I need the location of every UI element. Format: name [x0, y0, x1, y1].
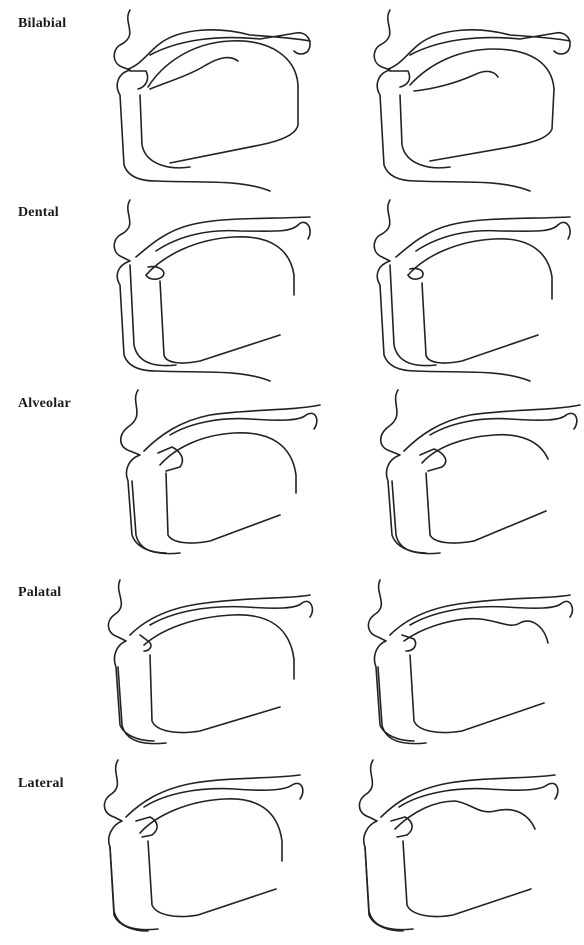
upper-lip-palate-line	[381, 775, 555, 817]
tongue-blade	[150, 58, 238, 89]
upper-lip-palate-line	[126, 775, 300, 817]
tongue-blade	[414, 71, 498, 91]
tongue-tip-alveolar	[158, 447, 182, 471]
tongue-underside	[403, 841, 531, 917]
row-label-bilabial: Bilabial	[18, 16, 66, 32]
vocal-tract-alveolar-left	[110, 385, 320, 575]
face-profile-outline	[368, 580, 414, 741]
hard-palate-top	[144, 783, 303, 807]
tongue-outline	[410, 49, 554, 161]
tongue-underside	[148, 841, 276, 917]
face-profile-outline	[108, 580, 154, 741]
jaw-line	[390, 265, 436, 366]
jaw-line	[118, 667, 166, 744]
jaw-line	[132, 481, 180, 554]
vocal-tract-dental-right	[370, 195, 580, 385]
hard-palate-top	[430, 413, 577, 435]
row-label-lateral: Lateral	[18, 776, 64, 792]
upper-lip-palate-line	[136, 217, 310, 257]
vocal-tract-palatal-right	[370, 575, 580, 765]
tongue-underside	[166, 473, 280, 543]
row-label-alveolar: Alveolar	[18, 396, 71, 412]
jaw-line	[130, 265, 176, 366]
tongue-outline	[160, 433, 296, 493]
face-profile-outline	[359, 760, 403, 931]
upper-lip-palate-line	[144, 405, 320, 451]
lip-closure	[130, 71, 148, 89]
vocal-tract-lateral-left	[100, 755, 310, 945]
hard-palate-top	[416, 222, 570, 251]
tongue-underside	[410, 655, 544, 733]
face-profile-outline	[381, 390, 426, 553]
upper-lip-palate-line	[390, 595, 570, 635]
tongue-outline	[146, 237, 294, 295]
tongue-tip-lateral	[391, 817, 412, 837]
vocal-tract-lateral-right	[355, 755, 565, 945]
row-label-dental: Dental	[18, 205, 59, 221]
tongue-outline	[404, 619, 548, 643]
vocal-tract-dental-left	[110, 195, 320, 385]
tongue-underside	[426, 473, 546, 543]
upper-lip-palate-line	[396, 217, 570, 257]
upper-lip-palate-line	[404, 405, 580, 451]
vocal-tract-palatal-left	[110, 575, 320, 765]
hard-palate-top	[399, 783, 558, 807]
vocal-tract-alveolar-right	[370, 385, 580, 575]
tongue-underside	[160, 281, 280, 363]
vocal-tract-bilabial-left	[110, 5, 320, 195]
tongue-outline	[148, 41, 298, 163]
face-profile-outline	[104, 760, 148, 931]
jaw-line	[140, 95, 190, 168]
jaw-line	[378, 667, 426, 744]
tongue-tip-palatal	[402, 635, 416, 651]
upper-lip-palate-line	[130, 595, 310, 635]
tongue-underside	[422, 283, 538, 363]
vocal-tract-bilabial-right	[370, 5, 580, 195]
lip-closure	[390, 71, 410, 87]
tongue-outline	[395, 801, 535, 829]
row-label-palatal: Palatal	[18, 585, 61, 601]
hard-palate-top	[150, 601, 312, 625]
tongue-outline	[408, 239, 552, 299]
tongue-outline	[144, 615, 294, 679]
tongue-outline	[140, 799, 282, 861]
tongue-underside	[150, 655, 280, 733]
jaw-line	[400, 95, 450, 168]
face-profile-outline	[121, 390, 166, 553]
tongue-outline	[422, 435, 548, 463]
jaw-line	[392, 481, 440, 554]
hard-palate-top	[170, 413, 317, 435]
tongue-tip-dental	[408, 268, 423, 279]
